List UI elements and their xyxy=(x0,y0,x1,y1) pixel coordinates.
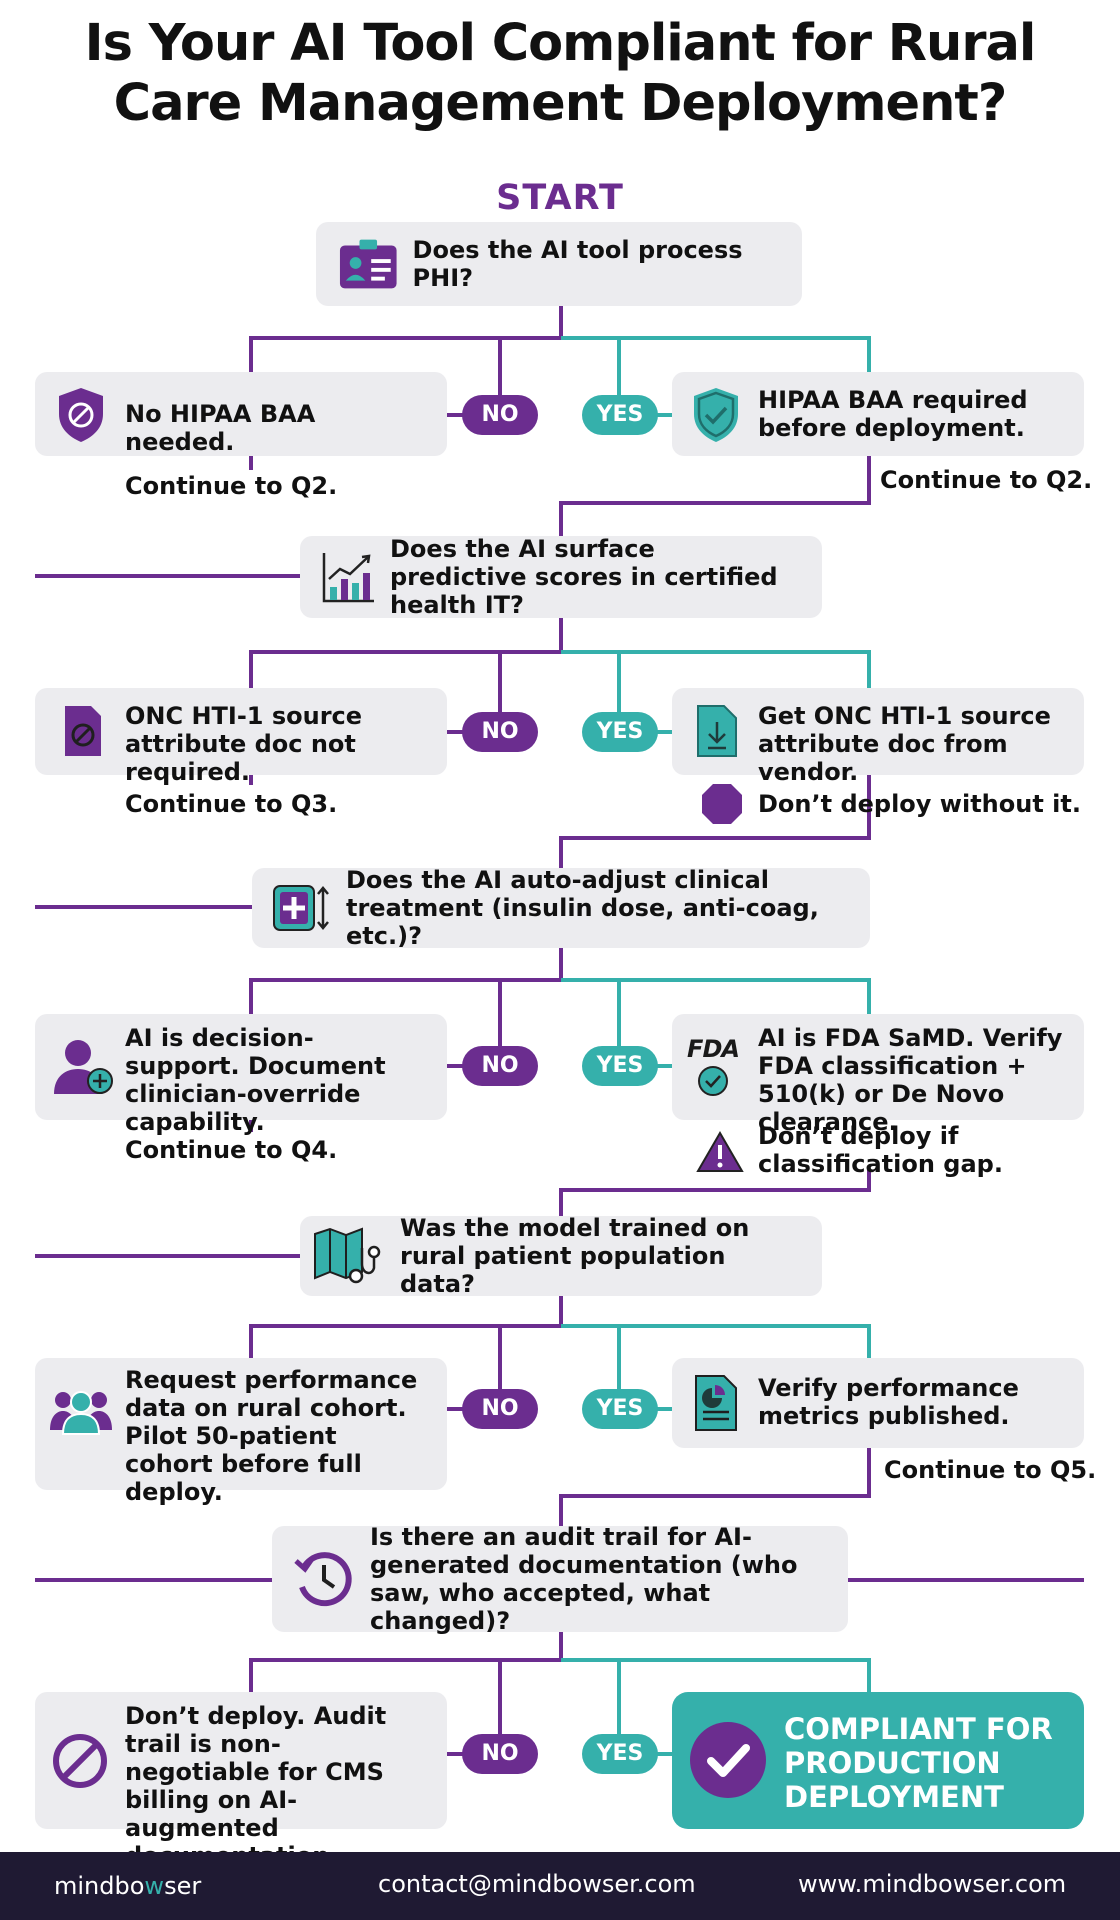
footer-email-link[interactable]: contact@mindbowser.com xyxy=(378,1870,696,1898)
q1-no-note: Continue to Q2. xyxy=(125,472,338,500)
q3-yes-note: Don’t deploy if classification gap. xyxy=(758,1122,1003,1178)
title-line-2: Care Management Deployment? xyxy=(113,74,1008,133)
q4-yes-pill: YES xyxy=(582,1389,658,1429)
q1-yes-text: HIPAA BAA required before deployment. xyxy=(758,386,1028,442)
history-clock-icon xyxy=(294,1552,352,1607)
q2-yes-text: Get ONC HTI-1 source attribute doc from … xyxy=(758,702,1051,786)
map-stethoscope-icon xyxy=(314,1227,381,1284)
stop-sign-icon xyxy=(702,784,742,824)
start-label: START xyxy=(496,178,624,218)
q4-no-pill: NO xyxy=(462,1389,538,1429)
brand-part-2: w xyxy=(144,1872,165,1900)
brand-part-3: ser xyxy=(164,1872,202,1900)
question-1-text: Does the AI tool process PHI? xyxy=(412,236,743,292)
footer: mindbowser contact@mindbowser.com www.mi… xyxy=(0,1852,1120,1920)
prohibited-icon xyxy=(53,1734,107,1788)
q1-no-box: No HIPAA BAA needed. xyxy=(35,372,447,456)
q3-yes-box: FDA AI is FDA SaMD. Verify FDA classific… xyxy=(672,1014,1084,1136)
fda-logo-icon: FDA xyxy=(680,1036,746,1098)
document-block-icon xyxy=(65,706,101,756)
q4-yes-box: Verify performance metrics published. xyxy=(672,1358,1084,1448)
question-4-text: Was the model trained on rural patient p… xyxy=(400,1214,750,1298)
page-title: Is Your AI Tool Compliant for Rural Care… xyxy=(0,14,1120,134)
q2-yes-box: Get ONC HTI-1 source attribute doc from … xyxy=(672,688,1084,786)
warning-icon xyxy=(696,1131,744,1172)
check-circle-icon xyxy=(698,1066,728,1096)
q1-no-pill: NO xyxy=(462,395,538,435)
q3-yes-text: AI is FDA SaMD. Verify FDA classificatio… xyxy=(758,1024,1063,1136)
check-circle-icon xyxy=(690,1722,766,1798)
group-users-icon xyxy=(50,1391,112,1435)
chart-trend-icon xyxy=(322,553,374,603)
question-5-text: Is there an audit trail for AI-generated… xyxy=(370,1523,798,1635)
insulin-pump-icon xyxy=(273,885,329,931)
shield-check-icon xyxy=(694,388,738,442)
q4-no-text: Request performance data on rural cohort… xyxy=(125,1366,418,1506)
q5-no-box: Don’t deploy. Audit trail is non-negotia… xyxy=(35,1692,447,1870)
q2-yes-note: Don’t deploy without it. xyxy=(758,790,1081,818)
document-download-icon xyxy=(697,705,737,757)
brand-part-1: mindbo xyxy=(54,1872,145,1900)
q1-yes-pill: YES xyxy=(582,395,658,435)
footer-brand[interactable]: mindbowser xyxy=(54,1868,201,1901)
shield-block-icon xyxy=(59,388,103,442)
q3-no-box: AI is decision-support. Document clinici… xyxy=(35,1014,447,1136)
question-1-box: Does the AI tool process PHI? xyxy=(316,222,802,306)
question-3-text: Does the AI auto-adjust clinical treatme… xyxy=(346,866,819,950)
q3-no-text: AI is decision-support. Document clinici… xyxy=(125,1024,386,1136)
question-2-box: Does the AI surface predictive scores in… xyxy=(300,535,822,619)
q2-no-box: ONC HTI-1 source attribute doc not requi… xyxy=(35,688,447,786)
question-4-box: Was the model trained on rural patient p… xyxy=(300,1214,822,1298)
q3-no-pill: NO xyxy=(462,1046,538,1086)
q5-yes-text: COMPLIANT FOR PRODUCTION DEPLOYMENT xyxy=(784,1712,1053,1814)
q2-no-pill: NO xyxy=(462,712,538,752)
id-card-icon xyxy=(339,239,397,289)
q3-yes-pill: YES xyxy=(582,1046,658,1086)
title-line-1: Is Your AI Tool Compliant for Rural xyxy=(84,14,1037,73)
q5-yes-pill: YES xyxy=(582,1734,658,1774)
q1-no-text: No HIPAA BAA needed. xyxy=(125,400,316,456)
q2-no-text: ONC HTI-1 source attribute doc not requi… xyxy=(125,702,363,786)
q4-yes-note: Continue to Q5. xyxy=(884,1456,1097,1484)
q2-no-note: Continue to Q3. xyxy=(125,790,338,818)
fda-logo-text: FDA xyxy=(687,1035,740,1063)
q2-yes-pill: YES xyxy=(582,712,658,752)
q1-yes-note: Continue to Q2. xyxy=(880,466,1093,494)
q5-no-text: Don’t deploy. Audit trail is non-negotia… xyxy=(125,1702,387,1870)
q3-no-note: Continue to Q4. xyxy=(125,1136,338,1164)
footer-website-link[interactable]: www.mindbowser.com xyxy=(798,1870,1067,1898)
report-chart-icon xyxy=(695,1375,737,1431)
q4-no-box: Request performance data on rural cohort… xyxy=(35,1358,447,1506)
question-2-text: Does the AI surface predictive scores in… xyxy=(390,535,778,619)
q1-yes-box: HIPAA BAA required before deployment. xyxy=(672,372,1084,456)
question-5-box: Is there an audit trail for AI-generated… xyxy=(272,1523,848,1635)
q5-no-pill: NO xyxy=(462,1734,538,1774)
q4-yes-text: Verify performance metrics published. xyxy=(758,1374,1019,1430)
user-add-icon xyxy=(54,1040,113,1094)
question-3-box: Does the AI auto-adjust clinical treatme… xyxy=(252,866,870,950)
